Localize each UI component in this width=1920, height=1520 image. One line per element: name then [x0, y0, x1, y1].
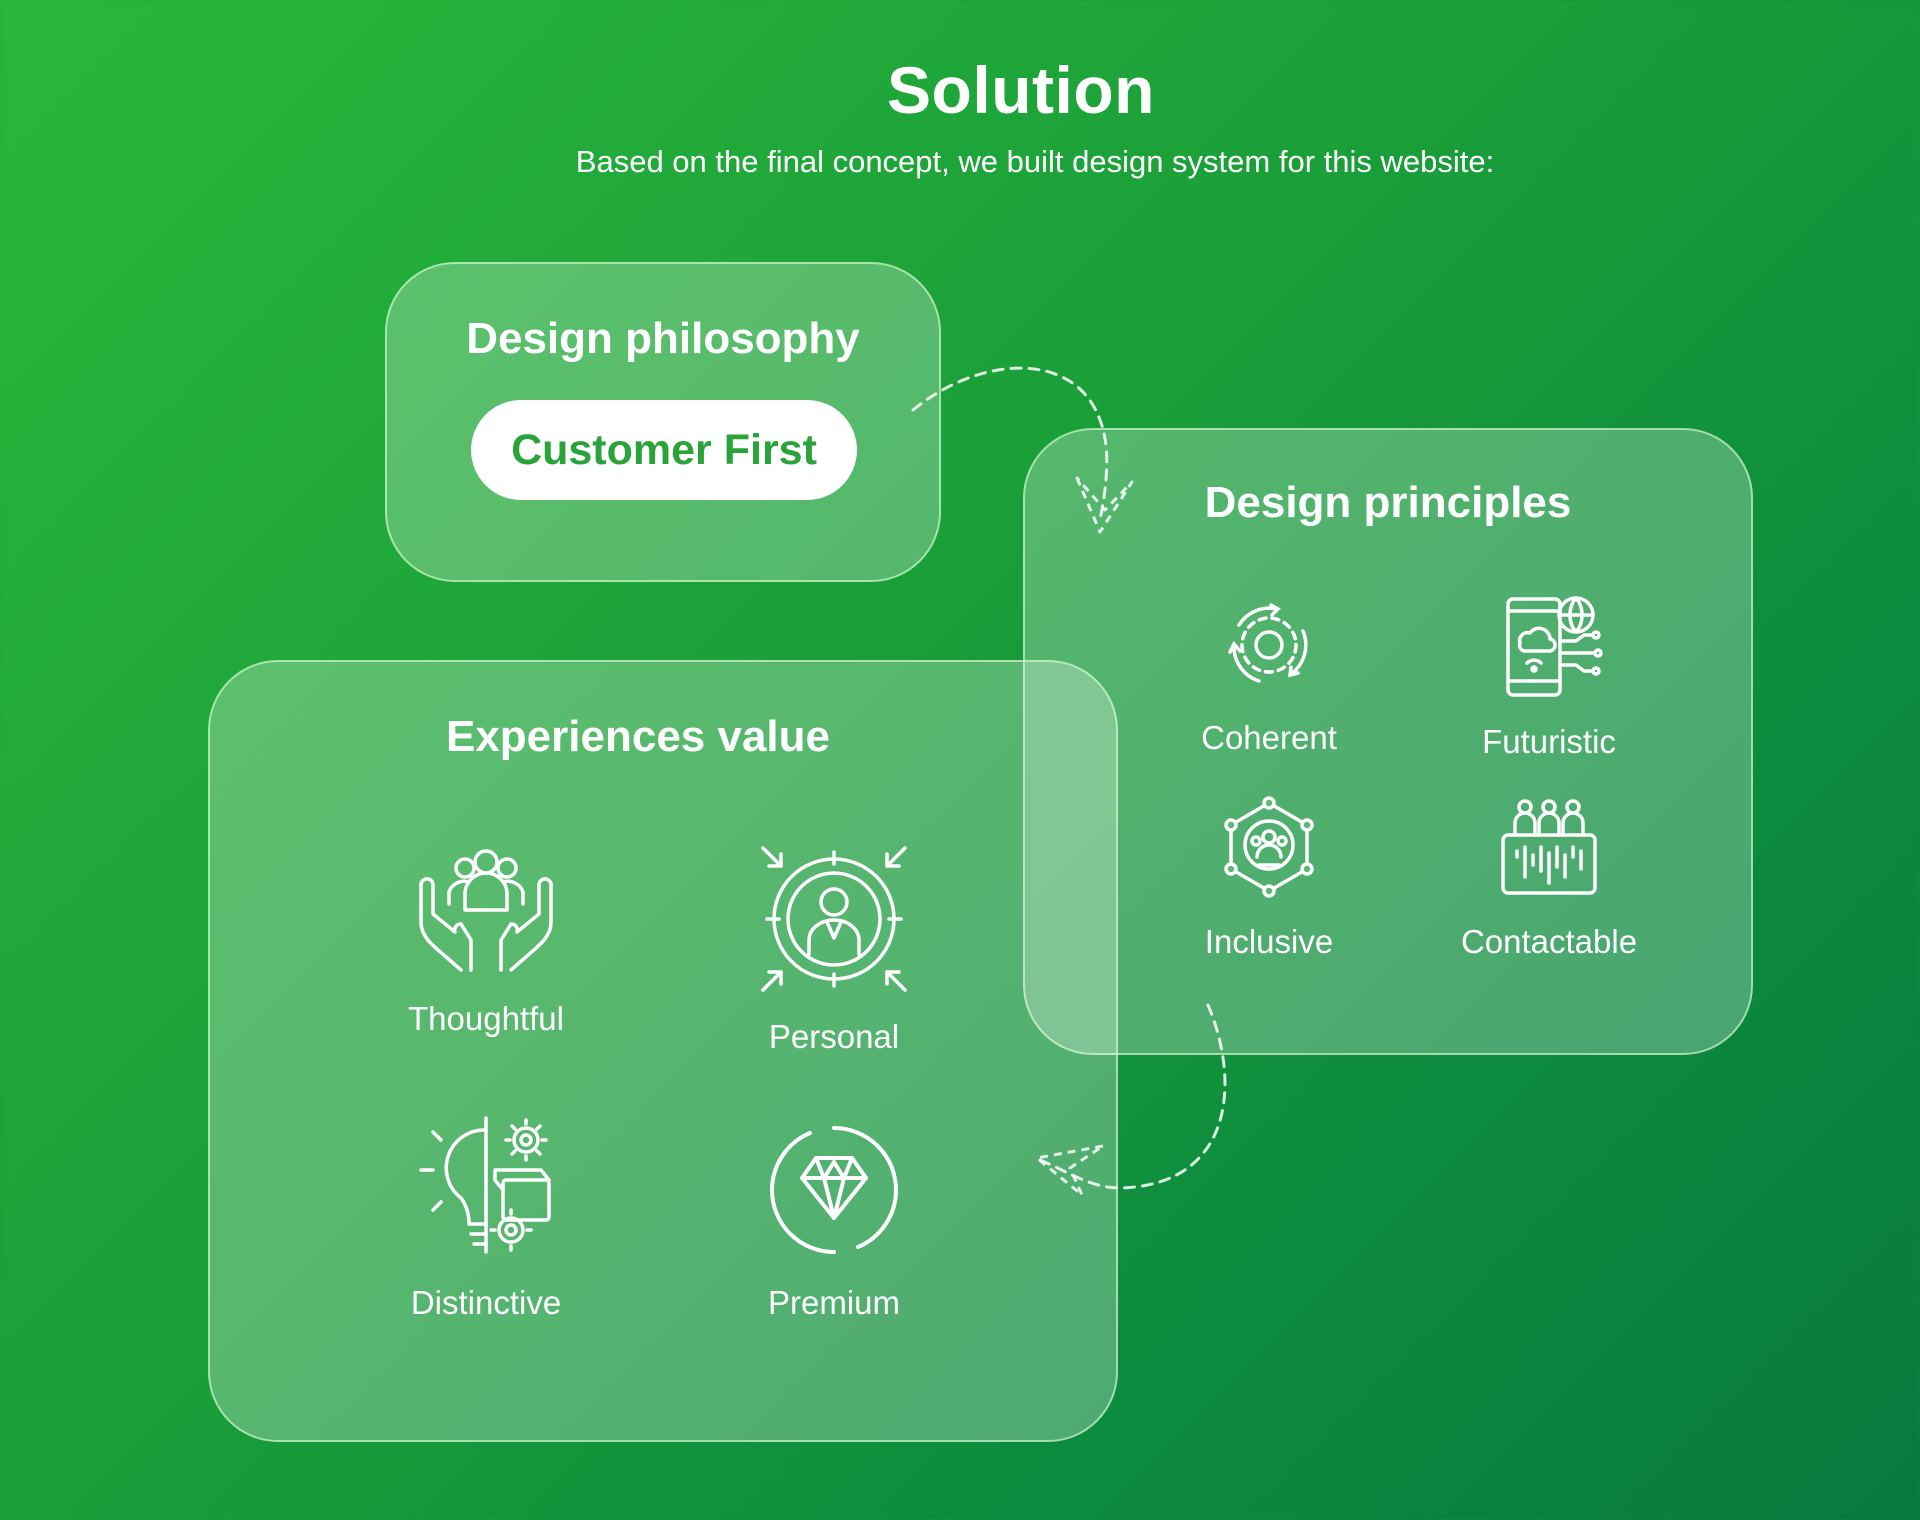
principle-futuristic: Futuristic	[1419, 595, 1679, 761]
diamond-icon	[770, 1126, 898, 1254]
hands-people-icon	[419, 849, 553, 972]
principle-label: Contactable	[1460, 923, 1638, 960]
design-philosophy-title: Design philosophy	[466, 314, 860, 363]
experience-distinctive: Distinctive	[356, 1110, 616, 1322]
experience-label: Personal	[768, 1018, 900, 1055]
experiences-value-card: Experiences value Thoughtful	[208, 660, 1118, 1442]
experience-label: Premium	[767, 1284, 901, 1321]
experience-label: Thoughtful	[408, 1000, 564, 1037]
cycle-icon	[1228, 603, 1308, 683]
design-philosophy-card: Design philosophy Customer First	[385, 262, 941, 582]
experience-label: Distinctive	[410, 1284, 562, 1321]
principle-label: Coherent	[1201, 719, 1337, 756]
design-principles-title: Design principles	[1204, 478, 1572, 527]
target-person-icon	[761, 846, 907, 992]
principle-inclusive: Inclusive	[1139, 795, 1399, 961]
design-principles-card: Design principles Coherent	[1023, 428, 1753, 1055]
network-people-icon	[1224, 796, 1314, 898]
experience-premium: Premium	[704, 1120, 964, 1322]
principle-coherent: Coherent	[1139, 595, 1399, 757]
customer-first-badge: Customer First	[471, 400, 857, 500]
smart-device-icon	[1506, 596, 1603, 697]
experience-personal: Personal	[704, 844, 964, 1056]
principle-contactable: Contactable	[1419, 795, 1679, 961]
experience-thoughtful: Thoughtful	[356, 844, 616, 1038]
bulb-gears-icon	[419, 1116, 551, 1254]
page-subtitle: Based on the final concept, we built des…	[575, 144, 1495, 179]
principle-label: Futuristic	[1482, 723, 1616, 760]
experiences-value-title: Experiences value	[445, 712, 830, 761]
principle-label: Inclusive	[1204, 923, 1334, 960]
page-title: Solution	[887, 53, 1155, 127]
team-table-icon	[1501, 799, 1597, 895]
